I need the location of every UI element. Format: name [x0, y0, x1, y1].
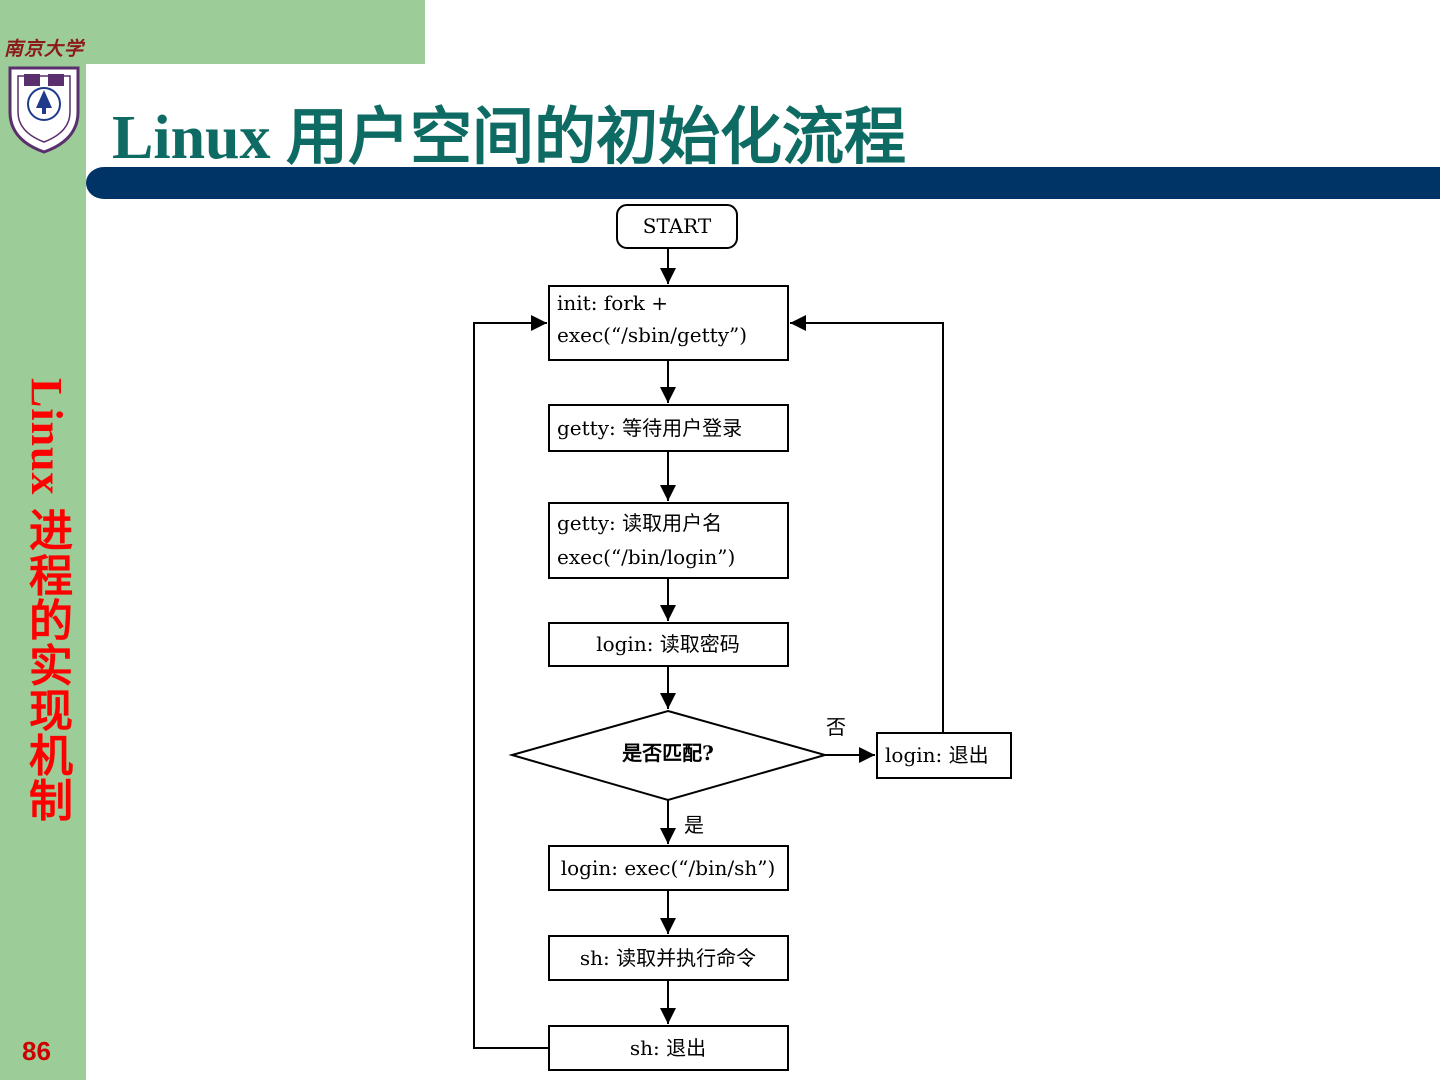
sh-execute-label: sh: 读取并执行命令: [580, 946, 756, 970]
university-logo: [8, 66, 80, 154]
content-corner: [86, 64, 206, 184]
getty-wait-node: [548, 404, 789, 452]
left-sidebar: [0, 0, 86, 1080]
slide-title: Linux 用户空间的初始化流程: [112, 104, 907, 172]
login-exit-node: [876, 732, 1012, 779]
loop-login-exit-to-init: [790, 315, 944, 733]
getty-read-label-line1: getty: 读取用户名: [557, 511, 722, 535]
sh-execute-node: [548, 935, 789, 981]
login-password-label: login: 读取密码: [596, 632, 740, 656]
init-label-line1: init: fork +: [557, 291, 668, 315]
getty-read-label-line2: exec(“/bin/login”): [557, 545, 735, 569]
yes-label: 是: [684, 813, 704, 837]
start-label: START: [643, 214, 712, 238]
loop-sh-exit-to-init: [473, 315, 549, 1049]
decision-label: 是否匹配?: [621, 741, 714, 765]
university-name: 南京大学: [4, 38, 85, 60]
top-green-band: [0, 0, 425, 64]
getty-read-node: [548, 502, 789, 579]
login-exit-label: login: 退出: [885, 743, 989, 767]
init-label-line2: exec(“/sbin/getty”): [557, 323, 747, 347]
login-exec-sh-label: login: exec(“/bin/sh”): [561, 856, 776, 880]
login-password-node: [548, 622, 789, 667]
no-label: 否: [826, 715, 846, 739]
sh-exit-label: sh: 退出: [630, 1036, 706, 1060]
section-title: Linux 进程的实现机制: [22, 378, 71, 823]
login-exec-sh-node: [548, 845, 789, 891]
start-node: [616, 204, 738, 249]
sh-exit-node: [548, 1025, 789, 1071]
init-node: [548, 285, 789, 361]
page-number: 86: [22, 1036, 51, 1066]
getty-wait-label: getty: 等待用户登录: [557, 416, 742, 440]
title-rule: [86, 167, 1440, 199]
